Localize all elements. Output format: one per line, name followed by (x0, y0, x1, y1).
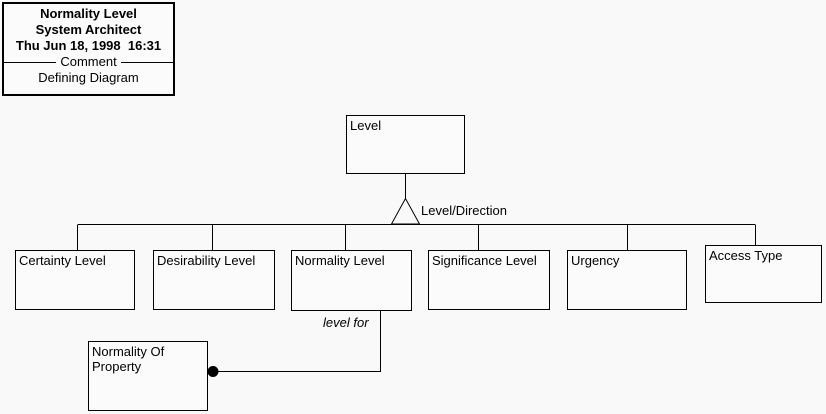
title-block[interactable]: Normality Level System Architect Thu Jun… (2, 2, 175, 96)
node-certainty-level[interactable]: Certainty Level (15, 250, 135, 310)
node-significance-level[interactable]: Significance Level (428, 250, 550, 310)
node-access-type[interactable]: Access Type (705, 245, 822, 303)
divider-rule-right (120, 61, 174, 63)
tool-name: System Architect (35, 22, 142, 37)
comment-divider: Comment (4, 54, 174, 70)
association-endpoint-dot-icon[interactable] (207, 366, 219, 377)
node-level[interactable]: Level (346, 115, 465, 174)
node-access-type-label: Access Type (709, 248, 783, 263)
divider-rule-left (4, 61, 57, 63)
timestamp: Thu Jun 18, 1998 16:31 (15, 38, 162, 53)
relationship-label[interactable]: Level/Direction (421, 203, 507, 218)
comment-label: Comment (60, 54, 117, 69)
node-certainty-level-label: Certainty Level (19, 253, 106, 268)
node-desirability-level-label: Desirability Level (157, 253, 256, 268)
node-normality-level-label: Normality Level (295, 253, 385, 268)
node-level-label: Level (350, 118, 382, 133)
diagram-name: Normality Level (40, 6, 137, 21)
node-normality-of-property[interactable]: Normality Of Property (88, 341, 208, 411)
triangle-icon[interactable] (390, 197, 421, 225)
association-label[interactable]: level for (323, 315, 369, 330)
node-normality-level[interactable]: Normality Level (291, 250, 412, 311)
node-significance-level-label: Significance Level (432, 253, 537, 268)
comment-value: Defining Diagram (38, 70, 139, 85)
node-desirability-level[interactable]: Desirability Level (153, 250, 275, 310)
node-normality-of-property-label: Normality Of Property (92, 344, 165, 374)
node-urgency-label: Urgency (571, 253, 620, 268)
node-urgency[interactable]: Urgency (567, 250, 687, 310)
